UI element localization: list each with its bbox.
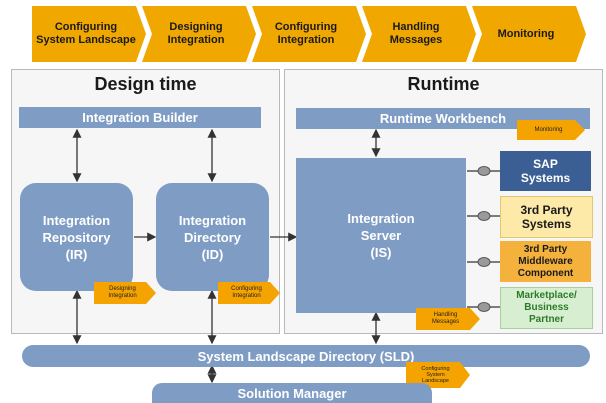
step-label: Designing Integration [167,21,225,46]
sld-bar: System Landscape Directory (SLD) [22,345,590,367]
integration-repository-box: Integration Repository (IR) [20,183,133,291]
step-monitoring: Monitoring [472,6,586,62]
runtime-workbench-bar: Runtime Workbench [296,108,590,129]
tag-label: Configuring Integration [231,286,262,299]
chevron-shape [252,6,366,62]
tag-label: Configuring System Landscape [421,366,450,384]
third-party-middleware-box: 3rd Party Middleware Component [500,241,591,282]
tag-label: Monitoring [534,126,563,133]
step-label: Configuring System Landscape [36,21,136,46]
designing-integration-tag: Designing Integration [94,282,156,304]
tag-arrow-shape [218,282,280,304]
step-handling-messages: Handling Messages [362,6,476,62]
configuring-system-landscape-tag: Configuring System Landscape [406,362,470,388]
step-configuring-integration: Configuring Integration [252,6,366,62]
sap-systems-box: SAP Systems [500,151,591,191]
integration-directory-box: Integration Directory (ID) [156,183,269,291]
chevron-shape [362,6,476,62]
connector-knob [477,166,491,176]
configuring-integration-tag: Configuring Integration [218,282,280,304]
connector-knob [477,302,491,312]
tag-label: Handling Messages [431,312,460,325]
marketplace-partner-box: Marketplace/ Business Partner [500,287,593,329]
chevron-shape [32,6,146,62]
tag-arrow-shape [94,282,156,304]
design-time-title: Design time [94,74,197,94]
integration-server-box: Integration Server (IS) [296,158,466,313]
integration-builder-bar: Integration Builder [19,107,261,128]
monitoring-tag: Monitoring [517,120,585,140]
chevron-shape [472,6,586,62]
handling-messages-tag: Handling Messages [416,308,480,330]
tag-label: Designing Integration [108,286,137,299]
step-configuring-system-landscape: Configuring System Landscape [32,6,146,62]
tag-arrow-shape [406,362,470,388]
connector-knob [477,257,491,267]
step-label: Monitoring [497,27,555,40]
step-designing-integration: Designing Integration [142,6,256,62]
runtime-title: Runtime [407,74,480,94]
solution-manager-bar: Solution Manager [152,383,432,403]
tag-arrow-shape [517,120,585,140]
connector-knob [477,211,491,221]
step-label: Configuring Integration [274,21,338,46]
third-party-systems-box: 3rd Party Systems [500,196,593,238]
step-label: Handling Messages [389,21,443,46]
chevron-shape [142,6,256,62]
tag-arrow-shape [416,308,480,330]
